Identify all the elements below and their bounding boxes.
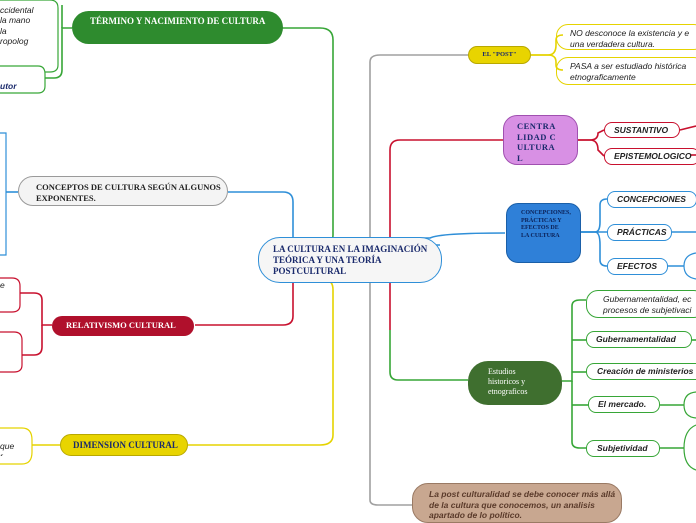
estudios-item-2[interactable]: Gubernamentalidad — [586, 331, 692, 348]
estudios-item-5[interactable]: Subjetividad — [586, 440, 660, 457]
efectos-item[interactable]: EFECTOS — [607, 258, 668, 275]
relativismo-label: RELATIVISMO CULTURAL — [66, 320, 176, 330]
relativismo-leaf-box-1 — [0, 277, 21, 313]
sustantivo-item[interactable]: SUSTANTIVO — [604, 122, 680, 138]
conceptos-label: CONCEPTOS DE CULTURA SEGÚN ALGUNOS EXPON… — [36, 182, 221, 203]
subjetividad-leaf-circle — [683, 424, 696, 471]
termino-leaf-top-box — [0, 0, 59, 73]
estudios-item-1[interactable]: Gubernamentalidad, ec procesos de subjet… — [586, 290, 696, 318]
estudios-item-4-text: El mercado. — [598, 399, 647, 409]
relativismo-leaf-box-2 — [0, 331, 23, 373]
dimension-label: DIMENSION CULTURAL — [73, 440, 178, 450]
termino-leaf-bottom[interactable]: utor e — [0, 70, 44, 93]
practicas-item[interactable]: PRÁCTICAS — [607, 224, 672, 241]
estudios-item-1-text: Gubernamentalidad, ec procesos de subjet… — [603, 294, 692, 315]
dimension-node[interactable]: DIMENSION CULTURAL — [60, 434, 188, 456]
efectos-leaf-circle — [683, 252, 696, 280]
postcultural-note[interactable]: La post culturalidad se debe conocer más… — [412, 483, 622, 523]
post-label: EL "POST" — [482, 51, 517, 58]
concepciones-label: CONCEPCIONES, PRÁCTICAS Y EFECTOS DE LA … — [521, 210, 571, 239]
termino-node[interactable]: TÉRMINO Y NACIMIENTO DE CULTURA — [72, 11, 283, 44]
relativismo-leaf[interactable]: e — [0, 280, 18, 292]
post-item-2[interactable]: PASA a ser estudiado histórica etnografi… — [556, 57, 696, 85]
dimension-leaf-text: que r — [0, 440, 15, 457]
centralidad-node[interactable]: CENTRALIDAD CULTURAL — [503, 115, 578, 165]
estudios-label: Estudios historicos y etnograficos — [488, 367, 528, 396]
dimension-leaf-box — [0, 427, 33, 465]
efectos-item-text: EFECTOS — [617, 261, 657, 271]
epistemologico-text: EPISTEMOLOGICO — [614, 151, 692, 161]
conceptos-leaf-box — [0, 132, 7, 256]
conceptos-node[interactable]: CONCEPTOS DE CULTURA SEGÚN ALGUNOS EXPON… — [18, 176, 228, 206]
centralidad-label: CENTRALIDAD CULTURAL — [517, 121, 557, 163]
central-topic[interactable]: LA CULTURA EN LA IMAGINACIÓN TEÓRICA Y U… — [258, 237, 442, 283]
estudios-node[interactable]: Estudios historicos y etnograficos — [468, 361, 562, 405]
relativismo-node[interactable]: RELATIVISMO CULTURAL — [52, 316, 194, 336]
estudios-item-5-text: Subjetividad — [597, 443, 648, 453]
termino-leaf-bottom-box — [0, 65, 46, 94]
termino-leaf-top-text: ccidental la mano la ropolog — [0, 4, 34, 47]
post-item-2-text: PASA a ser estudiado histórica etnografi… — [570, 61, 687, 82]
practicas-item-text: PRÁCTICAS — [617, 227, 667, 237]
post-node[interactable]: EL "POST" — [468, 46, 531, 64]
post-item-1[interactable]: NO desconoce la existencia y e una verda… — [556, 24, 696, 50]
concepciones-item-text: CONCEPCIONES — [617, 194, 686, 204]
termino-label: TÉRMINO Y NACIMIENTO DE CULTURA — [90, 16, 266, 26]
sustantivo-text: SUSTANTIVO — [614, 125, 669, 135]
dimension-leaf[interactable]: que r — [0, 430, 30, 457]
estudios-item-2-text: Gubernamentalidad — [596, 334, 676, 344]
postcultural-note-text: La post culturalidad se debe conocer más… — [429, 489, 616, 520]
termino-leaf-bottom-text: utor e — [0, 80, 17, 93]
concepciones-node[interactable]: CONCEPCIONES, PRÁCTICAS Y EFECTOS DE LA … — [506, 203, 581, 263]
estudios-item-4[interactable]: El mercado. — [588, 396, 660, 413]
termino-leaf-top[interactable]: ccidental la mano la ropolog — [0, 0, 56, 68]
mercado-leaf-circle — [683, 391, 696, 419]
relativismo-leaf-text: e — [0, 280, 5, 290]
estudios-item-3[interactable]: Creación de ministerios — [586, 363, 696, 380]
estudios-item-3-text: Creación de ministerios — [597, 366, 694, 376]
central-topic-label: LA CULTURA EN LA IMAGINACIÓN TEÓRICA Y U… — [273, 244, 428, 276]
epistemologico-item[interactable]: EPISTEMOLOGICO — [604, 148, 696, 165]
concepciones-item[interactable]: CONCEPCIONES — [607, 191, 696, 208]
post-item-1-text: NO desconoce la existencia y e una verda… — [570, 28, 690, 49]
